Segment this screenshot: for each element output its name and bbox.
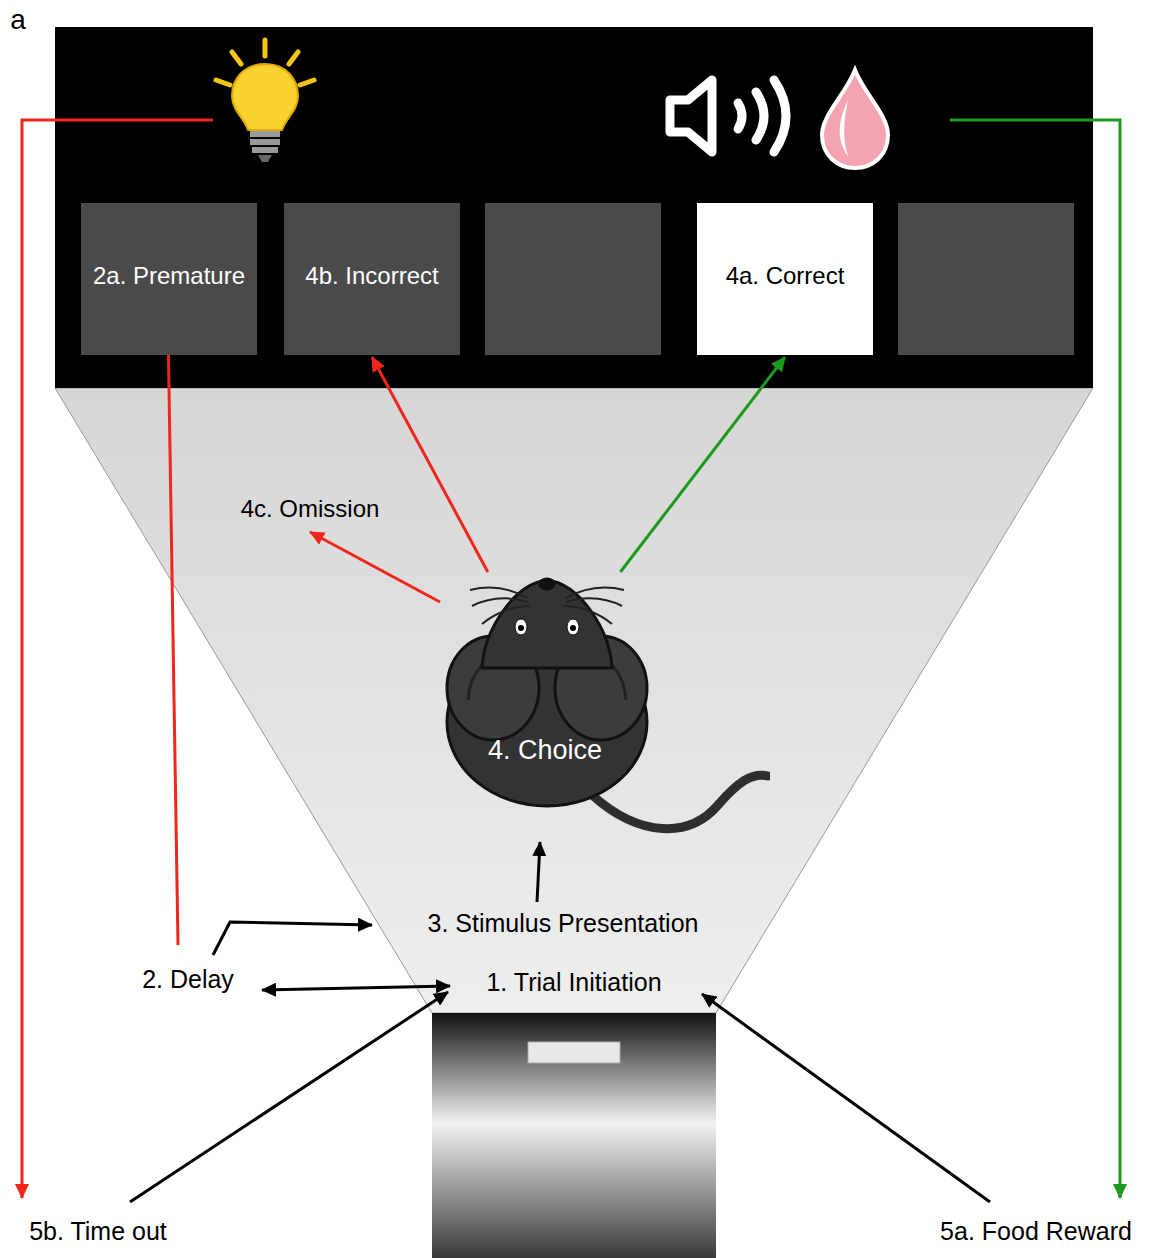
time-out-return-arrow (130, 992, 448, 1202)
reward-arrow (950, 120, 1120, 1198)
node-label: 4b. Incorrect (305, 262, 438, 290)
node-label: 4a. Correct (726, 262, 845, 290)
speaker-icon (670, 80, 786, 152)
liquid-drop-icon (822, 70, 888, 168)
light-bulb-icon (216, 40, 314, 162)
premature-window: 2a. Premature (81, 203, 257, 355)
magazine-slot (528, 1042, 620, 1063)
choice-arrow (372, 357, 488, 572)
stimulus-choice-arrow (537, 842, 540, 902)
food-reward-label: 5a. Food Reward (940, 1217, 1132, 1246)
touchscreen-wall (55, 27, 1093, 388)
correct-window: 4a. Correct (697, 203, 873, 355)
choice-arrow (620, 357, 785, 572)
reward-return-arrow (702, 994, 990, 1202)
mouse-figure: 4. Choice (430, 572, 770, 842)
delay-label: 2. Delay (142, 965, 234, 994)
empty-window (898, 203, 1074, 355)
incorrect-window: 4b. Incorrect (284, 203, 460, 355)
omission-label: 4c. Omission (241, 495, 380, 523)
initiation-label: 1. Trial Initiation (486, 968, 661, 997)
empty-window (485, 203, 661, 355)
arena-floor (55, 388, 1093, 1013)
stimulus-label: 3. Stimulus Presentation (428, 909, 699, 938)
time-out-label: 5b. Time out (29, 1217, 167, 1246)
node-label: 4. Choice (488, 735, 602, 766)
node-label: 2a. Premature (93, 262, 245, 290)
food-magazine (432, 1013, 716, 1258)
mouse-outline (430, 572, 770, 842)
delay-initiation-arrow (262, 986, 450, 990)
premature-arrow (168, 326, 178, 945)
omission-arrow (310, 532, 440, 602)
delay-stimulus-arrow (213, 922, 372, 955)
panel-letter: a (10, 4, 26, 36)
